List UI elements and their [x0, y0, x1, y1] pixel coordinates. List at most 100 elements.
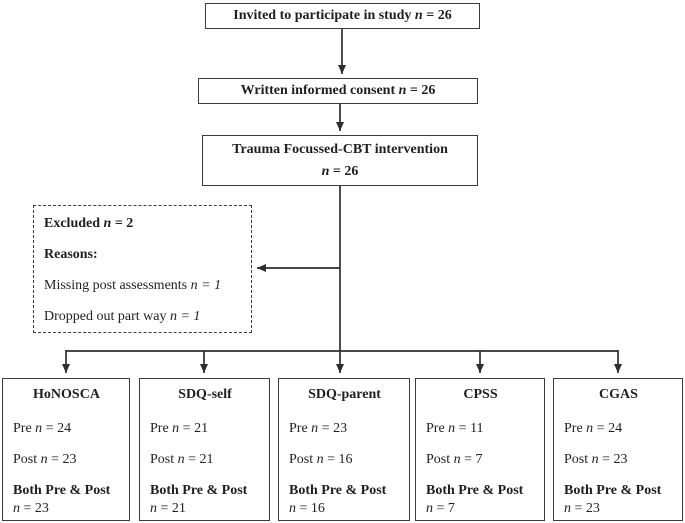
- n-variable: n: [103, 216, 112, 231]
- both-label: Both Pre & Post: [289, 483, 387, 498]
- post-count: Post n = 23: [564, 451, 673, 469]
- post-label: Post: [564, 452, 589, 467]
- box-consent-label: Written informed consent: [240, 83, 396, 98]
- n-variable: n: [453, 452, 461, 467]
- outcome-box-honosca: HoNOSCA Pre n = 24 Post n = 23 Both Pre …: [2, 378, 130, 521]
- reason-value: = 1: [201, 278, 222, 293]
- reason-count: n = 1: [191, 278, 221, 293]
- both-label: Both Pre & Post: [13, 483, 111, 498]
- pre-value: = 11: [458, 421, 484, 436]
- outcome-box-sdq-self: SDQ-self Pre n = 21 Post n = 21 Both Pre…: [139, 378, 270, 521]
- box-invited-label: Invited to participate in study: [233, 8, 412, 23]
- n-variable: n: [586, 421, 594, 436]
- post-label: Post: [426, 452, 451, 467]
- post-value: = 23: [602, 452, 628, 467]
- outcome-title: SDQ-self: [178, 387, 232, 402]
- post-label: Post: [150, 452, 175, 467]
- outcome-box-sdq-parent: SDQ-parent Pre n = 23 Post n = 16 Both P…: [278, 378, 410, 521]
- excluded-reason-dropout: Dropped out part way n = 1: [44, 308, 241, 325]
- n-variable: n: [190, 278, 198, 293]
- pre-count: Pre n = 21: [150, 420, 260, 438]
- n-variable: n: [316, 452, 324, 467]
- n-variable: n: [40, 452, 48, 467]
- both-count: n = 16: [289, 500, 400, 518]
- outcome-title: SDQ-parent: [308, 387, 381, 402]
- outcome-box-cgas: CGAS Pre n = 24 Post n = 23 Both Pre & P…: [553, 378, 683, 521]
- both-label: Both Pre & Post: [564, 483, 662, 498]
- both-value: = 7: [436, 501, 455, 516]
- outcome-title: CPSS: [463, 387, 498, 402]
- n-variable: n: [398, 83, 407, 98]
- reason-label: Missing post assessments: [44, 278, 188, 293]
- box-intervention: Trauma Focussed-CBT intervention n = 26: [202, 135, 478, 186]
- box-intervention-count: n = 26: [322, 161, 359, 183]
- pre-count: Pre n = 11: [426, 420, 535, 438]
- reason-count: n = 1: [170, 309, 200, 324]
- post-value: = 7: [464, 452, 483, 467]
- pre-value: = 23: [321, 421, 348, 436]
- n-variable: n: [426, 501, 433, 516]
- pre-count: Pre n = 23: [289, 420, 400, 438]
- n-variable: n: [591, 452, 599, 467]
- outcome-title: CGAS: [599, 387, 638, 402]
- reason-label: Dropped out part way: [44, 309, 167, 324]
- both-label: Both Pre & Post: [150, 483, 248, 498]
- pre-label: Pre: [564, 421, 583, 436]
- excluded-title-line: Excluded n = 2: [44, 215, 241, 232]
- box-consent-text: Written informed consent n = 26: [241, 83, 436, 99]
- both-value: = 16: [299, 501, 325, 516]
- post-label: Post: [289, 452, 314, 467]
- n-variable: n: [289, 501, 296, 516]
- box-consent: Written informed consent n = 26: [198, 78, 478, 104]
- both-value: = 23: [574, 501, 600, 516]
- both-count: n = 23: [564, 500, 673, 518]
- pre-count: Pre n = 24: [13, 420, 120, 438]
- excluded-count: = 2: [114, 216, 134, 231]
- post-count: Post n = 7: [426, 451, 535, 469]
- both-label: Both Pre & Post: [426, 483, 524, 498]
- box-consent-value: = 26: [409, 83, 436, 98]
- pre-label: Pre: [426, 421, 445, 436]
- n-variable: n: [35, 421, 43, 436]
- excluded-title: Excluded: [44, 216, 101, 231]
- pre-count: Pre n = 24: [564, 420, 673, 438]
- n-variable: n: [564, 501, 571, 516]
- excluded-reason-missing: Missing post assessments n = 1: [44, 277, 241, 294]
- post-value: = 23: [51, 452, 77, 467]
- excluded-reasons-heading: Reasons:: [44, 247, 98, 262]
- box-invited-value: = 26: [426, 8, 452, 23]
- box-intervention-label: Trauma Focussed-CBT intervention: [232, 141, 448, 157]
- outcome-box-cpss: CPSS Pre n = 11 Post n = 7 Both Pre & Po…: [415, 378, 545, 521]
- n-variable: n: [414, 8, 423, 23]
- box-invited-text: Invited to participate in study n = 26: [233, 8, 451, 24]
- box-intervention-value: = 26: [332, 163, 359, 179]
- n-variable: n: [177, 452, 185, 467]
- pre-value: = 24: [596, 421, 623, 436]
- both-value: = 21: [160, 501, 186, 516]
- pre-label: Pre: [150, 421, 169, 436]
- post-label: Post: [13, 452, 38, 467]
- n-variable: n: [172, 421, 180, 436]
- both-count: n = 21: [150, 500, 260, 518]
- pre-label: Pre: [289, 421, 308, 436]
- post-value: = 16: [327, 452, 353, 467]
- pre-value: = 21: [182, 421, 209, 436]
- outcome-title: HoNOSCA: [33, 387, 100, 402]
- box-invited: Invited to participate in study n = 26: [205, 3, 480, 29]
- both-count: n = 23: [13, 500, 120, 518]
- both-value: = 23: [23, 501, 49, 516]
- post-count: Post n = 21: [150, 451, 260, 469]
- box-excluded: Excluded n = 2 Reasons: Missing post ass…: [33, 205, 252, 333]
- pre-value: = 24: [45, 421, 72, 436]
- pre-label: Pre: [13, 421, 32, 436]
- post-count: Post n = 16: [289, 451, 400, 469]
- n-variable: n: [150, 501, 157, 516]
- post-value: = 21: [188, 452, 214, 467]
- n-variable: n: [448, 421, 456, 436]
- n-variable: n: [13, 501, 20, 516]
- both-count: n = 7: [426, 500, 535, 518]
- n-variable: n: [169, 309, 177, 324]
- n-variable: n: [321, 163, 330, 179]
